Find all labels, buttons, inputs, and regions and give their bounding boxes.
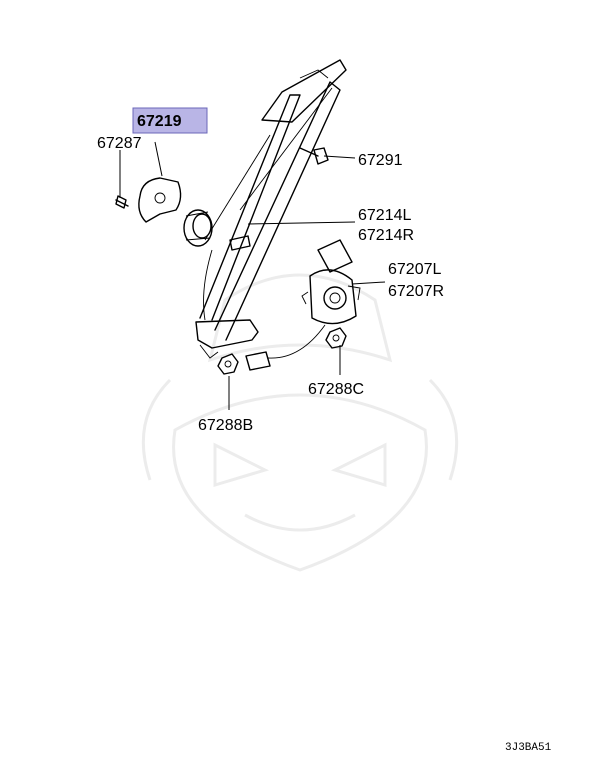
part-highlight-box xyxy=(132,107,208,134)
callout-67214l: 67214L xyxy=(358,207,411,224)
callout-67291: 67291 xyxy=(358,152,403,169)
callout-67288b: 67288B xyxy=(198,417,253,434)
callout-67219: 67219 xyxy=(137,113,182,130)
callout-67214r: 67214R xyxy=(358,227,414,244)
callout-67287: 67287 xyxy=(97,135,142,152)
bolt-67291 xyxy=(299,147,329,165)
callout-67207r: 67207R xyxy=(388,283,444,300)
window-motor xyxy=(301,239,361,325)
watermark-logo xyxy=(141,273,459,572)
cable-drum xyxy=(183,209,213,247)
figure-code: 3J3BA51 xyxy=(505,742,552,754)
window-regulator-rail xyxy=(195,59,347,359)
callout-67288c: 67288C xyxy=(308,381,364,398)
screw-67287 xyxy=(115,195,129,209)
nut-67288c xyxy=(325,327,347,349)
motor-wire-harness xyxy=(245,324,326,371)
nut-67288b xyxy=(217,353,239,375)
callout-67207l: 67207L xyxy=(388,261,441,278)
bracket-plate xyxy=(138,177,182,223)
leader-lines xyxy=(119,141,386,410)
